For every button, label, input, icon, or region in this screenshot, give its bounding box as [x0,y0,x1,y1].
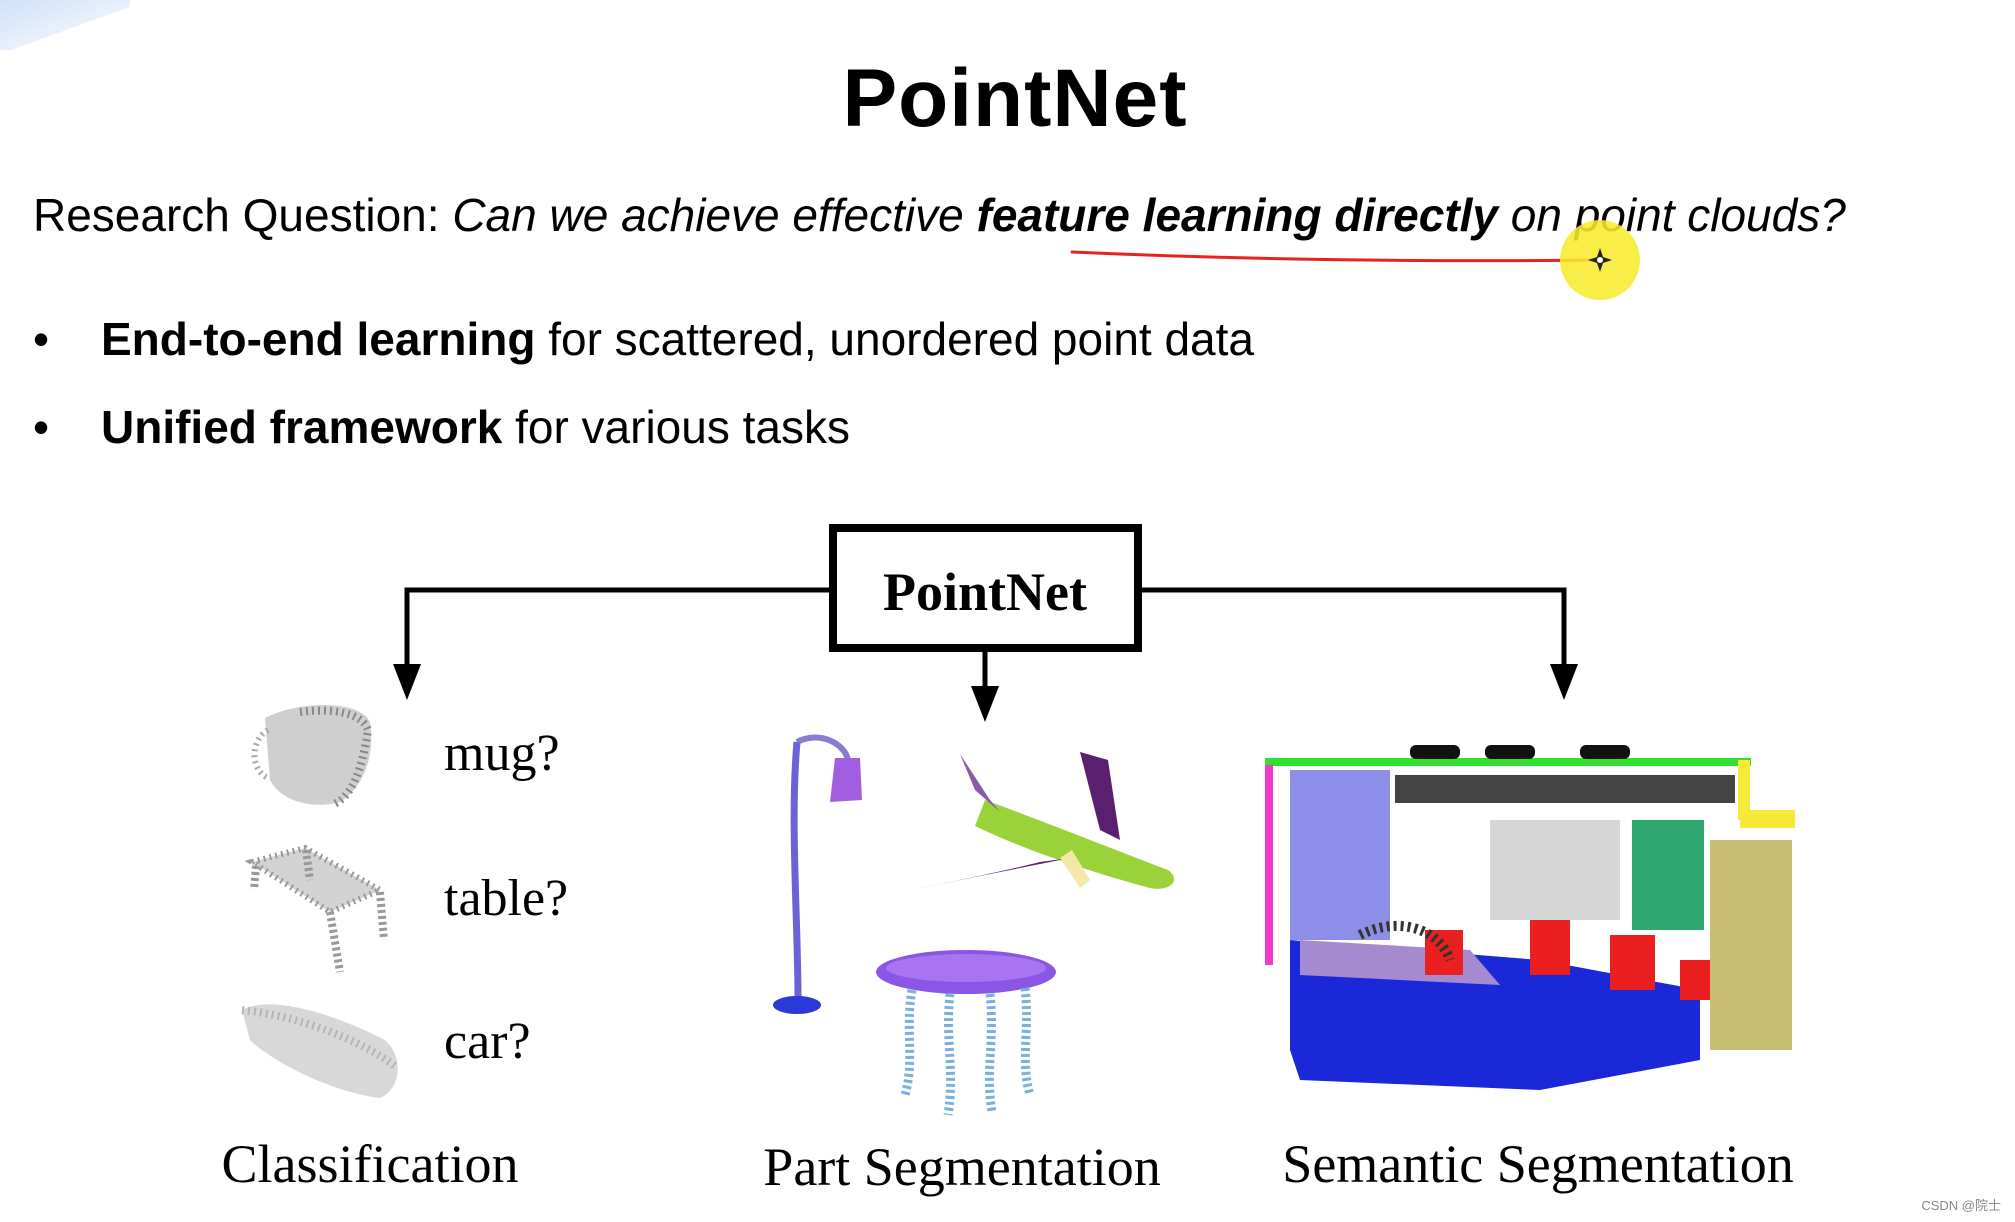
bullet-symbol: • [33,401,50,453]
bullet-item: • Unified framework for various tasks [33,400,850,454]
car-point-cloud [241,1004,398,1098]
bullet-item: • End-to-end learning for scattered, unor… [33,312,1254,366]
arrowhead-right [1550,664,1578,700]
question-prefix: Research Question: [33,189,453,241]
pointnet-box-label: PointNet [883,562,1087,622]
bullet-text: for scattered, unordered point data [535,313,1254,365]
question-emphasis: feature learning directly [976,189,1499,241]
room-point-cloud [1265,745,1795,1090]
class-label-car: car? [444,1013,531,1070]
pointnet-box [829,524,1142,652]
table-point-cloud [244,844,388,973]
mug-point-cloud [251,704,373,808]
lamp-point-cloud [773,734,862,1014]
watermark: CSDN @院士 [1921,1198,2001,1213]
bullet-bold: End-to-end learning [101,313,536,365]
bullet-text: for various tasks [502,401,850,453]
arrowheads [393,664,1578,722]
bullet-bold: Unified framework [101,401,503,453]
branch-label-semantic-segmentation: Semantic Segmentation [1282,1134,1793,1194]
connector-left [404,587,833,668]
class-label-table: table? [444,870,568,927]
arrowhead-center [971,686,999,722]
branch-label-part-segmentation: Part Segmentation [763,1137,1160,1197]
diagram-connectors [404,587,1567,690]
airplane-point-cloud [920,752,1175,889]
round-table-point-cloud [876,950,1056,1116]
branch-label-classification: Classification [222,1134,519,1194]
bullet-symbol: • [33,313,50,365]
slide-corner-accent [0,0,130,50]
connector-right [1138,587,1567,668]
arrowhead-left [393,664,421,700]
class-label-mug: mug? [444,725,560,782]
question-italic: Can we achieve effective [452,189,977,241]
slide-title: PointNet [842,53,1188,144]
research-question: Research Question: Can we achieve effect… [33,188,1846,242]
